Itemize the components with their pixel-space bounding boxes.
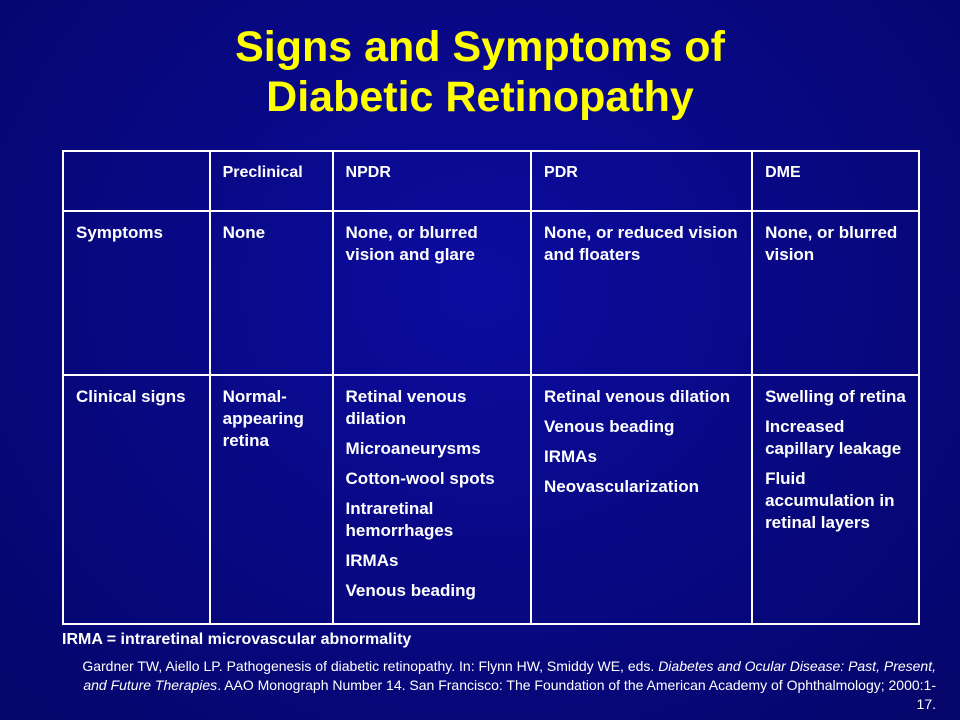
- cell-line: None: [222, 223, 266, 242]
- cell-line: Increased capillary leakage: [765, 417, 902, 458]
- cell-symptoms-npdr: None, or blurred vision and glare: [331, 210, 533, 376]
- cell-clinical-dme: Swelling of retina Increased capillary l…: [751, 374, 920, 625]
- cell-line: Cotton-wool spots: [345, 469, 495, 488]
- cell-symptoms-dme: None, or blurred vision: [751, 210, 920, 376]
- cell-line: Retinal venous dilation: [544, 387, 731, 406]
- header-cell-corner: [62, 150, 211, 212]
- cell-line: Microaneurysms: [345, 439, 481, 458]
- cell-clinical-preclinical: Normal-appearing retina: [208, 374, 334, 625]
- cell-line: Retinal venous dilation: [345, 387, 467, 428]
- row-label-clinical-signs: Clinical signs: [62, 374, 211, 625]
- cell-symptoms-preclinical: None: [208, 210, 334, 376]
- retinopathy-table: Preclinical NPDR PDR DME Symptoms None N…: [62, 150, 920, 625]
- cell-line: Fluid accumulation in retinal layers: [765, 469, 895, 532]
- cell-line: Intraretinal hemorrhages: [345, 499, 454, 540]
- header-cell-preclinical: Preclinical: [208, 150, 334, 212]
- header-cell-pdr: PDR: [530, 150, 754, 212]
- table-row-symptoms: Symptoms None None, or blurred vision an…: [62, 210, 920, 376]
- header-cell-dme: DME: [751, 150, 920, 212]
- citation-book-title: Diabetes and Ocular Disease: Past, Prese…: [83, 658, 936, 693]
- table-row-clinical-signs: Clinical signs Normal-appearing retina R…: [62, 374, 920, 625]
- cell-line: Venous beading: [345, 581, 476, 600]
- cell-clinical-pdr: Retinal venous dilation Venous beading I…: [530, 374, 754, 625]
- table-header-row: Preclinical NPDR PDR DME: [62, 150, 920, 212]
- cell-line: IRMAs: [544, 447, 597, 466]
- cell-line: Venous beading: [544, 417, 675, 436]
- cell-line: Normal-appearing retina: [222, 387, 304, 450]
- citation-part-1: Gardner TW, Aiello LP. Pathogenesis of d…: [82, 658, 659, 674]
- cell-clinical-npdr: Retinal venous dilation Microaneurysms C…: [331, 374, 533, 625]
- cell-line: Swelling of retina: [765, 387, 906, 406]
- row-label-symptoms: Symptoms: [62, 210, 211, 376]
- slide-title-line-1: Signs and Symptoms of: [235, 23, 725, 71]
- cell-line: None, or blurred vision: [765, 223, 898, 264]
- cell-line: None, or blurred vision and glare: [345, 223, 478, 264]
- header-cell-npdr: NPDR: [331, 150, 533, 212]
- abbreviation-footnote: IRMA = intraretinal microvascular abnorm…: [62, 631, 412, 648]
- cell-line: Neovascularization: [544, 477, 699, 496]
- citation-part-2: . AAO Monograph Number 14. San Francisco…: [217, 677, 936, 712]
- cell-line: None, or reduced vision and floaters: [544, 223, 738, 264]
- reference-citation: Gardner TW, Aiello LP. Pathogenesis of d…: [76, 657, 936, 714]
- cell-symptoms-pdr: None, or reduced vision and floaters: [530, 210, 754, 376]
- slide-title-line-2: Diabetic Retinopathy: [266, 73, 694, 121]
- slide-title: Signs and Symptoms of Diabetic Retinopat…: [0, 22, 960, 122]
- cell-line: IRMAs: [345, 551, 399, 570]
